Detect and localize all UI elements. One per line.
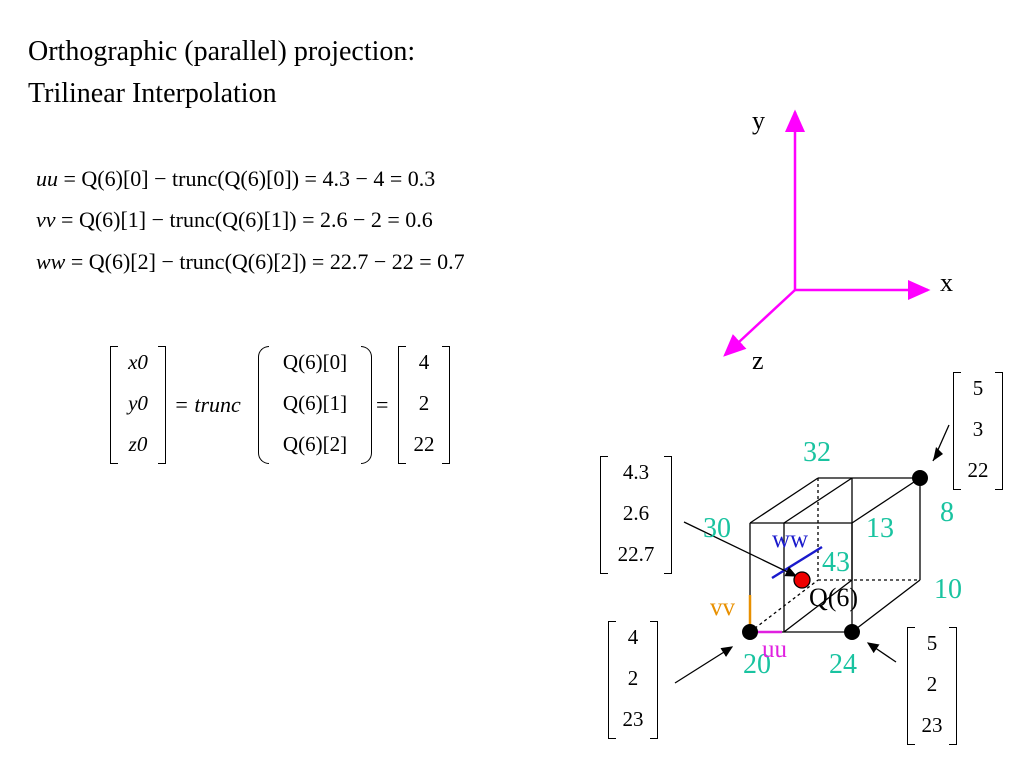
vector-top-right-1: 3 [972, 417, 984, 441]
q6-label: Q(6) [809, 583, 859, 612]
vector-bottom-right: 5 2 23 [907, 627, 957, 745]
vector-bottom-left-2: 23 [622, 707, 644, 731]
matrix-left-1: y0 [128, 391, 148, 415]
q-pointer-arrow [683, 521, 798, 577]
title-line-2: Trilinear Interpolation [28, 78, 277, 109]
vector-q-point: 4.3 2.6 22.7 [600, 456, 672, 574]
z-axis-label: z [752, 346, 764, 375]
matrix-right-2: 22 [413, 432, 435, 456]
vv-label: vv [710, 594, 735, 621]
value-24: 24 [829, 649, 857, 680]
vector-bottom-left-1: 2 [627, 666, 639, 690]
equation-uu-lhs: uu [36, 166, 58, 191]
matrix-middle-0: Q(6)[0] [282, 350, 348, 374]
axes [723, 109, 931, 357]
equation-uu: uu = Q(6)[0] − trunc(Q(6)[0]) = 4.3 − 4 … [36, 166, 435, 192]
vector-top-right-2: 22 [967, 458, 989, 482]
corner-point-top-right [912, 470, 928, 486]
vector-bottom-right-1: 2 [926, 672, 938, 696]
value-8: 8 [940, 497, 954, 528]
ww-label: ww [772, 526, 809, 553]
uu-label: uu [762, 636, 787, 663]
vector-top-right: 5 3 22 [953, 372, 1003, 490]
vector-top-right-0: 5 [972, 376, 984, 400]
value-13: 13 [866, 513, 894, 544]
value-20: 20 [743, 649, 771, 680]
corner-point-bottom-left [742, 624, 758, 640]
z-axis-line [723, 289, 796, 357]
equals-sign: = [376, 392, 389, 417]
y-axis-label: y [752, 106, 765, 135]
bottom-left-pointer-arrow [674, 646, 734, 684]
matrix-left-2: z0 [128, 432, 148, 456]
equation-vv-lhs: vv [36, 207, 56, 232]
equation-ww: ww = Q(6)[2] − trunc(Q(6)[2]) = 22.7 − 2… [36, 249, 465, 275]
matrix-middle-1: Q(6)[1] [282, 391, 348, 415]
corner-point-bottom-right [844, 624, 860, 640]
value-32: 32 [803, 437, 831, 468]
trunc-operator: = trunc [174, 392, 241, 417]
ww-offset-line [771, 545, 823, 580]
value-43: 43 [822, 547, 850, 578]
vector-bottom-right-2: 23 [921, 713, 943, 737]
equation-vv-expr: = Q(6)[1] − trunc(Q(6)[1]) = 2.6 − 2 = 0… [61, 207, 433, 232]
q6-point [793, 571, 811, 589]
matrix-x0y0z0: x0 y0 z0 [110, 346, 166, 464]
equation-ww-expr: = Q(6)[2] − trunc(Q(6)[2]) = 22.7 − 22 =… [70, 249, 465, 274]
vector-bottom-left: 4 2 23 [608, 621, 658, 739]
x-axis-label: x [940, 268, 953, 297]
equation-ww-lhs: ww [36, 249, 66, 274]
matrix-left-0: x0 [128, 350, 148, 374]
equation-vv: vv = Q(6)[1] − trunc(Q(6)[1]) = 2.6 − 2 … [36, 207, 433, 233]
cube [749, 477, 921, 633]
value-30: 30 [703, 513, 731, 544]
vector-q-point-0: 4.3 [622, 460, 650, 484]
vector-q-point-2: 22.7 [617, 542, 655, 566]
vector-bottom-right-0: 5 [926, 631, 938, 655]
matrix-middle-2: Q(6)[2] [282, 432, 348, 456]
value-10: 10 [934, 574, 962, 605]
vector-bottom-left-0: 4 [627, 625, 639, 649]
matrix-right-0: 4 [418, 350, 430, 374]
equation-uu-expr: = Q(6)[0] − trunc(Q(6)[0]) = 4.3 − 4 = 0… [63, 166, 436, 191]
title-line-1: Orthographic (parallel) projection: [28, 36, 416, 67]
bottom-right-pointer-arrow [866, 642, 897, 663]
vector-q-point-1: 2.6 [622, 501, 650, 525]
matrix-right-1: 2 [418, 391, 430, 415]
matrix-result: 4 2 22 [398, 346, 450, 464]
matrix-q6: Q(6)[0] Q(6)[1] Q(6)[2] [258, 346, 372, 464]
